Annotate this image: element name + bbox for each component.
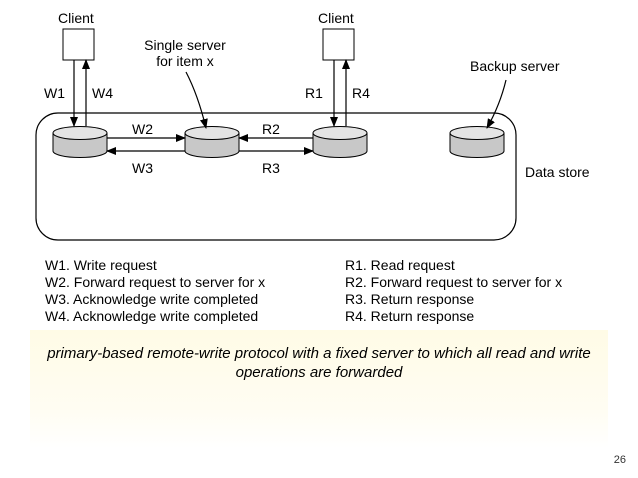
legend-w1: W1. Write request [45,257,157,273]
legend-r3: R3. Return response [345,291,475,307]
label-w2: W2 [132,121,153,137]
server-cylinder-primary [184,126,240,158]
label-w3: W3 [132,160,153,176]
client-left-label: Client [58,10,94,26]
label-r2: R2 [262,121,280,137]
legend-w2: W2. Forward request to server for x [45,274,266,290]
data-store-label: Data store [525,164,590,180]
page-number: 26 [613,454,626,466]
pointer-single-server [185,71,208,129]
server-cylinder-client-right [312,126,368,158]
backup-server-label: Backup server [470,58,560,74]
label-w4: W4 [92,85,113,101]
client-left-box [62,28,95,61]
label-r4: R4 [352,85,370,101]
legend-w3: W3. Acknowledge write completed [45,291,259,307]
server-cylinder-client-left [52,126,108,158]
server-cylinder-backup [449,126,505,158]
data-store-boundary [35,112,517,241]
legend-r1: R1. Read request [345,257,455,273]
legend-w4: W4. Acknowledge write completed [45,308,259,324]
label-r1: R1 [305,85,323,101]
label-w1: W1 [44,85,65,101]
slide-caption: primary-based remote-write protocol with… [47,345,591,381]
single-server-label-line2: for item x [156,53,214,69]
client-right-label: Client [318,10,354,26]
label-r3: R3 [262,160,280,176]
client-right-box [322,28,355,61]
legend-r4: R4. Return response [345,308,475,324]
pointer-backup-server [486,79,507,129]
single-server-label-line1: Single server [144,37,226,53]
legend-r2: R2. Forward request to server for x [345,274,563,290]
caption-background [30,330,608,448]
